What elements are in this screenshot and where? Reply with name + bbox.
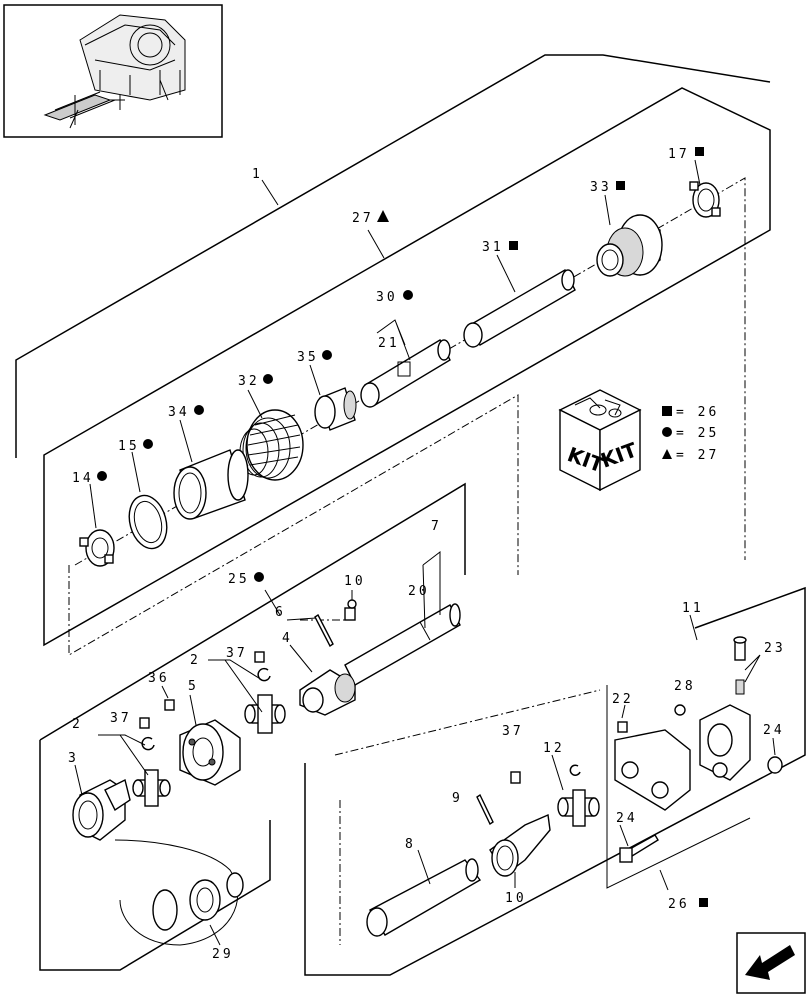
square-icon [509,241,518,250]
square-icon [699,898,708,907]
part-31-tube[interactable] [463,269,576,348]
circle-icon [143,439,153,449]
part-7-shaft[interactable] [344,603,461,686]
square-icon [695,147,704,156]
legend-circle-text: = 25 [676,426,719,441]
part-37-fitting-c[interactable] [510,771,521,784]
part-9-pin[interactable] [476,793,494,826]
part-5-housing[interactable] [179,719,241,786]
part-35-cone[interactable] [314,387,357,431]
assembly-outline-upper [15,54,771,458]
callout-32: 32 [238,374,260,389]
part-2-cross-b[interactable] [132,769,171,807]
kit-27-panel [43,87,771,647]
callout-17: 17 [668,147,690,162]
part-11-bracket[interactable] [614,704,751,811]
part-6-pin[interactable] [314,613,334,648]
callout-2-upper: 2 [190,653,201,668]
callout-14: 14 [72,471,94,486]
legend-triangle-text: = 27 [676,448,719,463]
callout-23: 23 [764,641,786,656]
callout-37-right: 37 [502,724,524,739]
part-37-fitting-b[interactable] [139,717,150,729]
callout-20: 20 [408,584,430,599]
part-4-yoke[interactable] [299,669,356,716]
legend: = 26 = 25 = 27 [662,405,719,463]
callout-27: 27 [352,211,374,226]
legend-circle-icon [662,427,672,437]
legend-square-text: = 26 [676,405,719,420]
callout-10-lower: 10 [505,891,527,906]
callout-26: 26 [668,897,690,912]
callout-28: 28 [674,679,696,694]
callout-36: 36 [148,671,170,686]
circle-icon [403,290,413,300]
part-24-nut[interactable] [767,756,783,774]
part-15-ring[interactable] [124,491,173,552]
part-10-yoke[interactable] [489,813,551,877]
part-32-spring[interactable] [239,409,304,481]
callout-29: 29 [212,947,234,962]
part-3-yoke[interactable] [72,778,131,841]
callout-4: 4 [282,631,293,646]
part-28-plug[interactable] [674,704,686,716]
callout-8: 8 [405,837,416,852]
part-2-cross-a[interactable] [244,694,286,734]
callout-30: 30 [376,290,398,305]
part-24-bolt[interactable] [619,834,659,863]
callout-37-upper: 37 [226,646,248,661]
legend-triangle-icon [662,449,672,459]
callout-7: 7 [431,519,442,534]
part-8-shaft[interactable] [366,858,482,937]
kit-box-icon [558,389,642,492]
callout-31: 31 [482,240,504,255]
part-34-sleeve[interactable] [173,449,249,520]
part-37-fitting-a[interactable] [254,651,265,663]
part-14-collar[interactable] [79,529,115,567]
callout-9: 9 [452,791,463,806]
legend-square-icon [662,406,672,416]
part-2-ring-a[interactable] [257,667,271,682]
machine-thumbnail[interactable] [3,4,223,138]
callout-24-lower: 24 [616,811,638,826]
circle-icon [97,471,107,481]
square-icon [616,181,625,190]
callout-25: 25 [228,572,250,587]
circle-icon [263,374,273,384]
callout-3: 3 [68,751,79,766]
part-30-tube[interactable] [360,339,451,408]
callout-15: 15 [118,439,140,454]
part-33-bearing[interactable] [596,214,663,277]
callout-10-upper: 10 [344,574,366,589]
part-10-fitting[interactable] [344,599,357,621]
part-12-cross[interactable] [557,789,600,827]
circle-icon [322,350,332,360]
callout-35: 35 [297,350,319,365]
callout-1: 1 [252,167,263,182]
kit-25-panel [39,482,466,971]
triangle-icon [377,210,389,222]
callout-5: 5 [188,679,199,694]
circle-icon [254,572,264,582]
callout-22: 22 [612,692,634,707]
callout-33: 33 [590,180,612,195]
part-2-ring-b[interactable] [141,736,155,751]
part-17-ring[interactable] [689,181,721,218]
callout-21: 21 [378,336,400,351]
circle-icon [194,405,204,415]
detail-29-bubble[interactable] [114,839,244,946]
callout-11: 11 [682,601,704,616]
callout-24-right: 24 [763,723,785,738]
navigation-arrow-icon[interactable] [736,932,806,994]
callout-34: 34 [168,405,190,420]
part-22-fitting[interactable] [617,721,628,733]
callout-2-lower: 2 [72,717,83,732]
part-23-pin[interactable] [733,636,747,695]
callout-6: 6 [275,605,286,620]
part-36-fitting[interactable] [164,699,175,711]
callout-37-lower: 37 [110,711,132,726]
callout-12: 12 [543,741,565,756]
kit-26-panel [304,586,806,976]
